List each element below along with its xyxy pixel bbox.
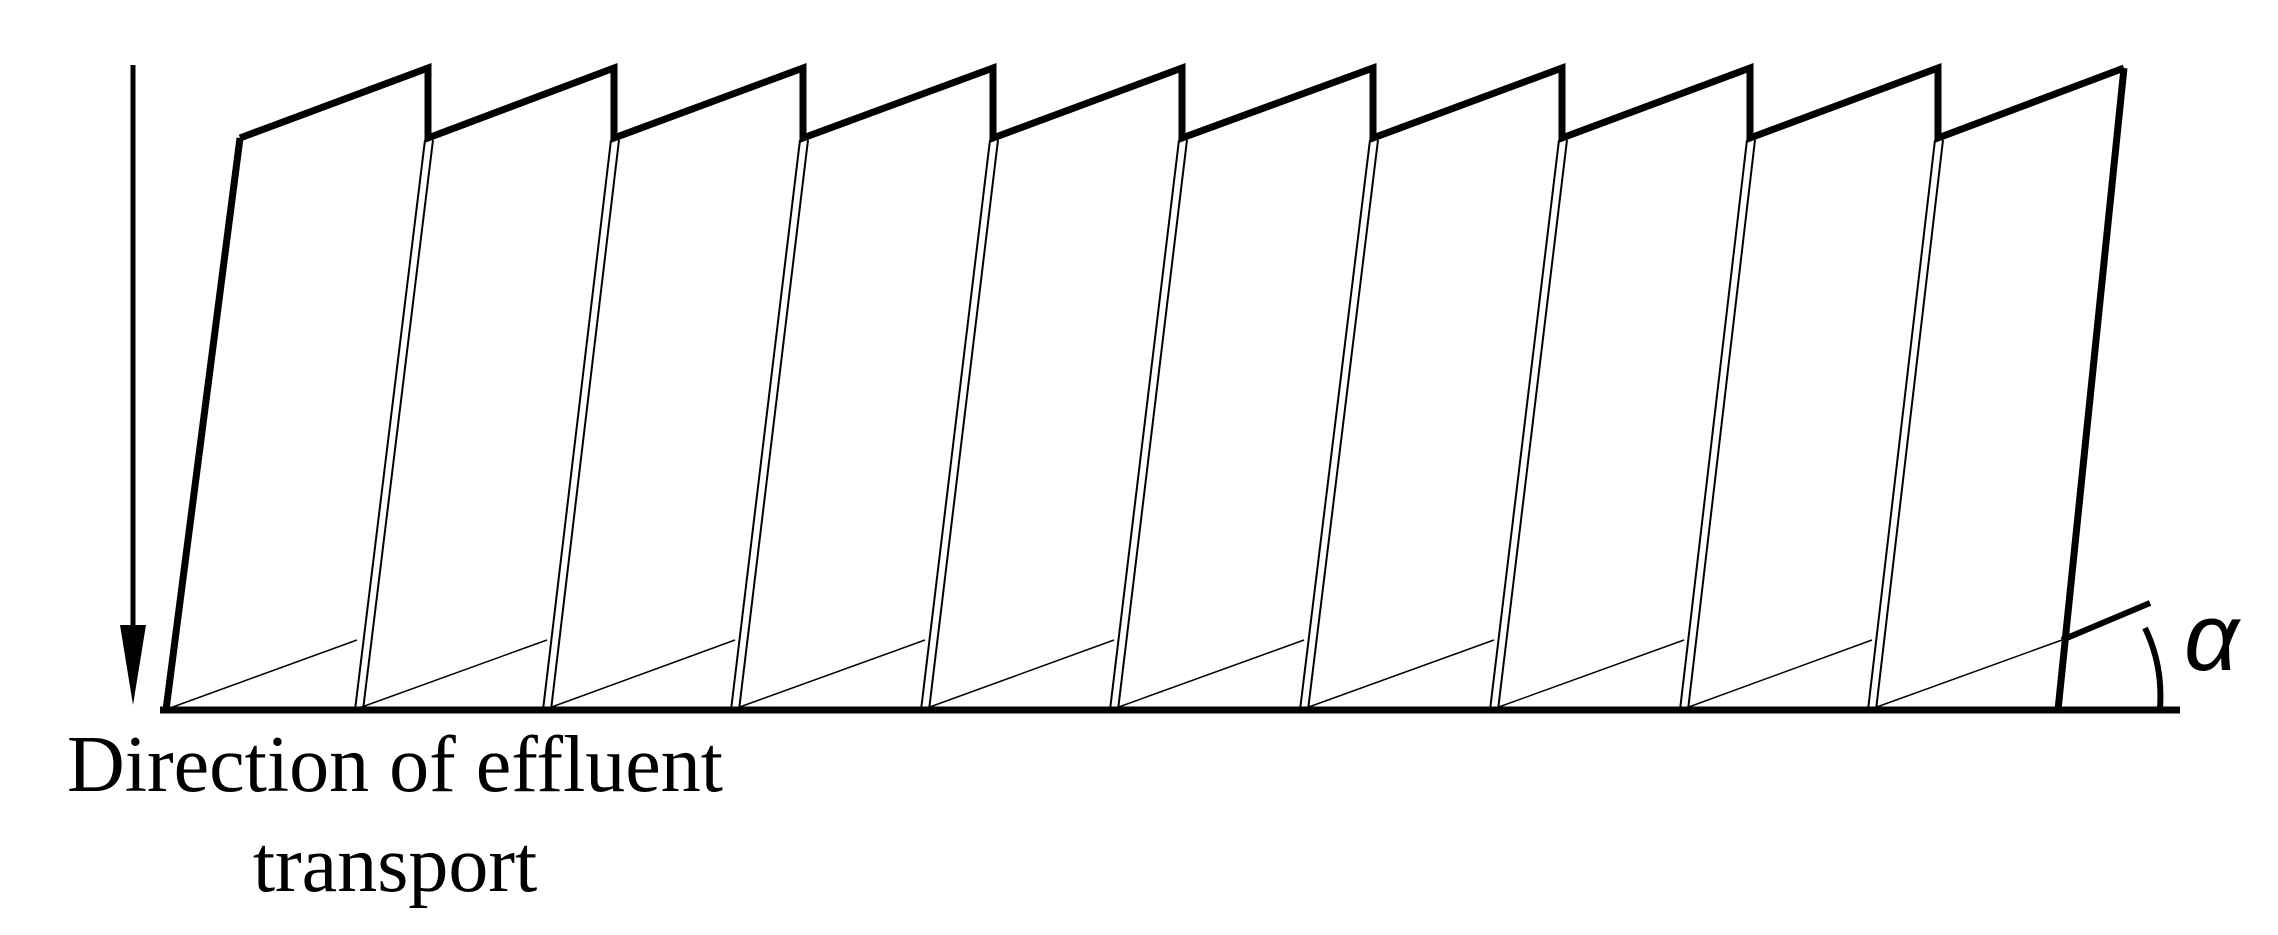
- left-outer-wall: [162, 137, 244, 711]
- arrow-head: [120, 625, 146, 705]
- plate: [1679, 139, 1756, 711]
- plate: [1109, 139, 1188, 711]
- module-outline: [162, 62, 2128, 711]
- plate: [542, 139, 620, 711]
- angle-indicator: [2060, 600, 2164, 709]
- angle-alpha-label: α: [2184, 584, 2239, 691]
- bottom-diagonals: [169, 639, 2063, 709]
- plate: [354, 139, 434, 711]
- caption-line-1: Direction of effluent: [66, 721, 724, 809]
- flow-direction-arrow: [120, 65, 146, 705]
- plate: [920, 139, 999, 711]
- right-outer-wall: [2054, 67, 2128, 711]
- caption-line-2: transport: [252, 821, 538, 909]
- plate: [1489, 139, 1568, 711]
- plate: [1299, 139, 1379, 711]
- plate: [1867, 139, 1944, 711]
- angle-ray: [2060, 600, 2152, 643]
- inclined-plates: [354, 139, 1944, 711]
- top-sawtooth-edge: [238, 62, 2126, 144]
- plate: [730, 139, 809, 711]
- angle-arc: [2142, 626, 2164, 709]
